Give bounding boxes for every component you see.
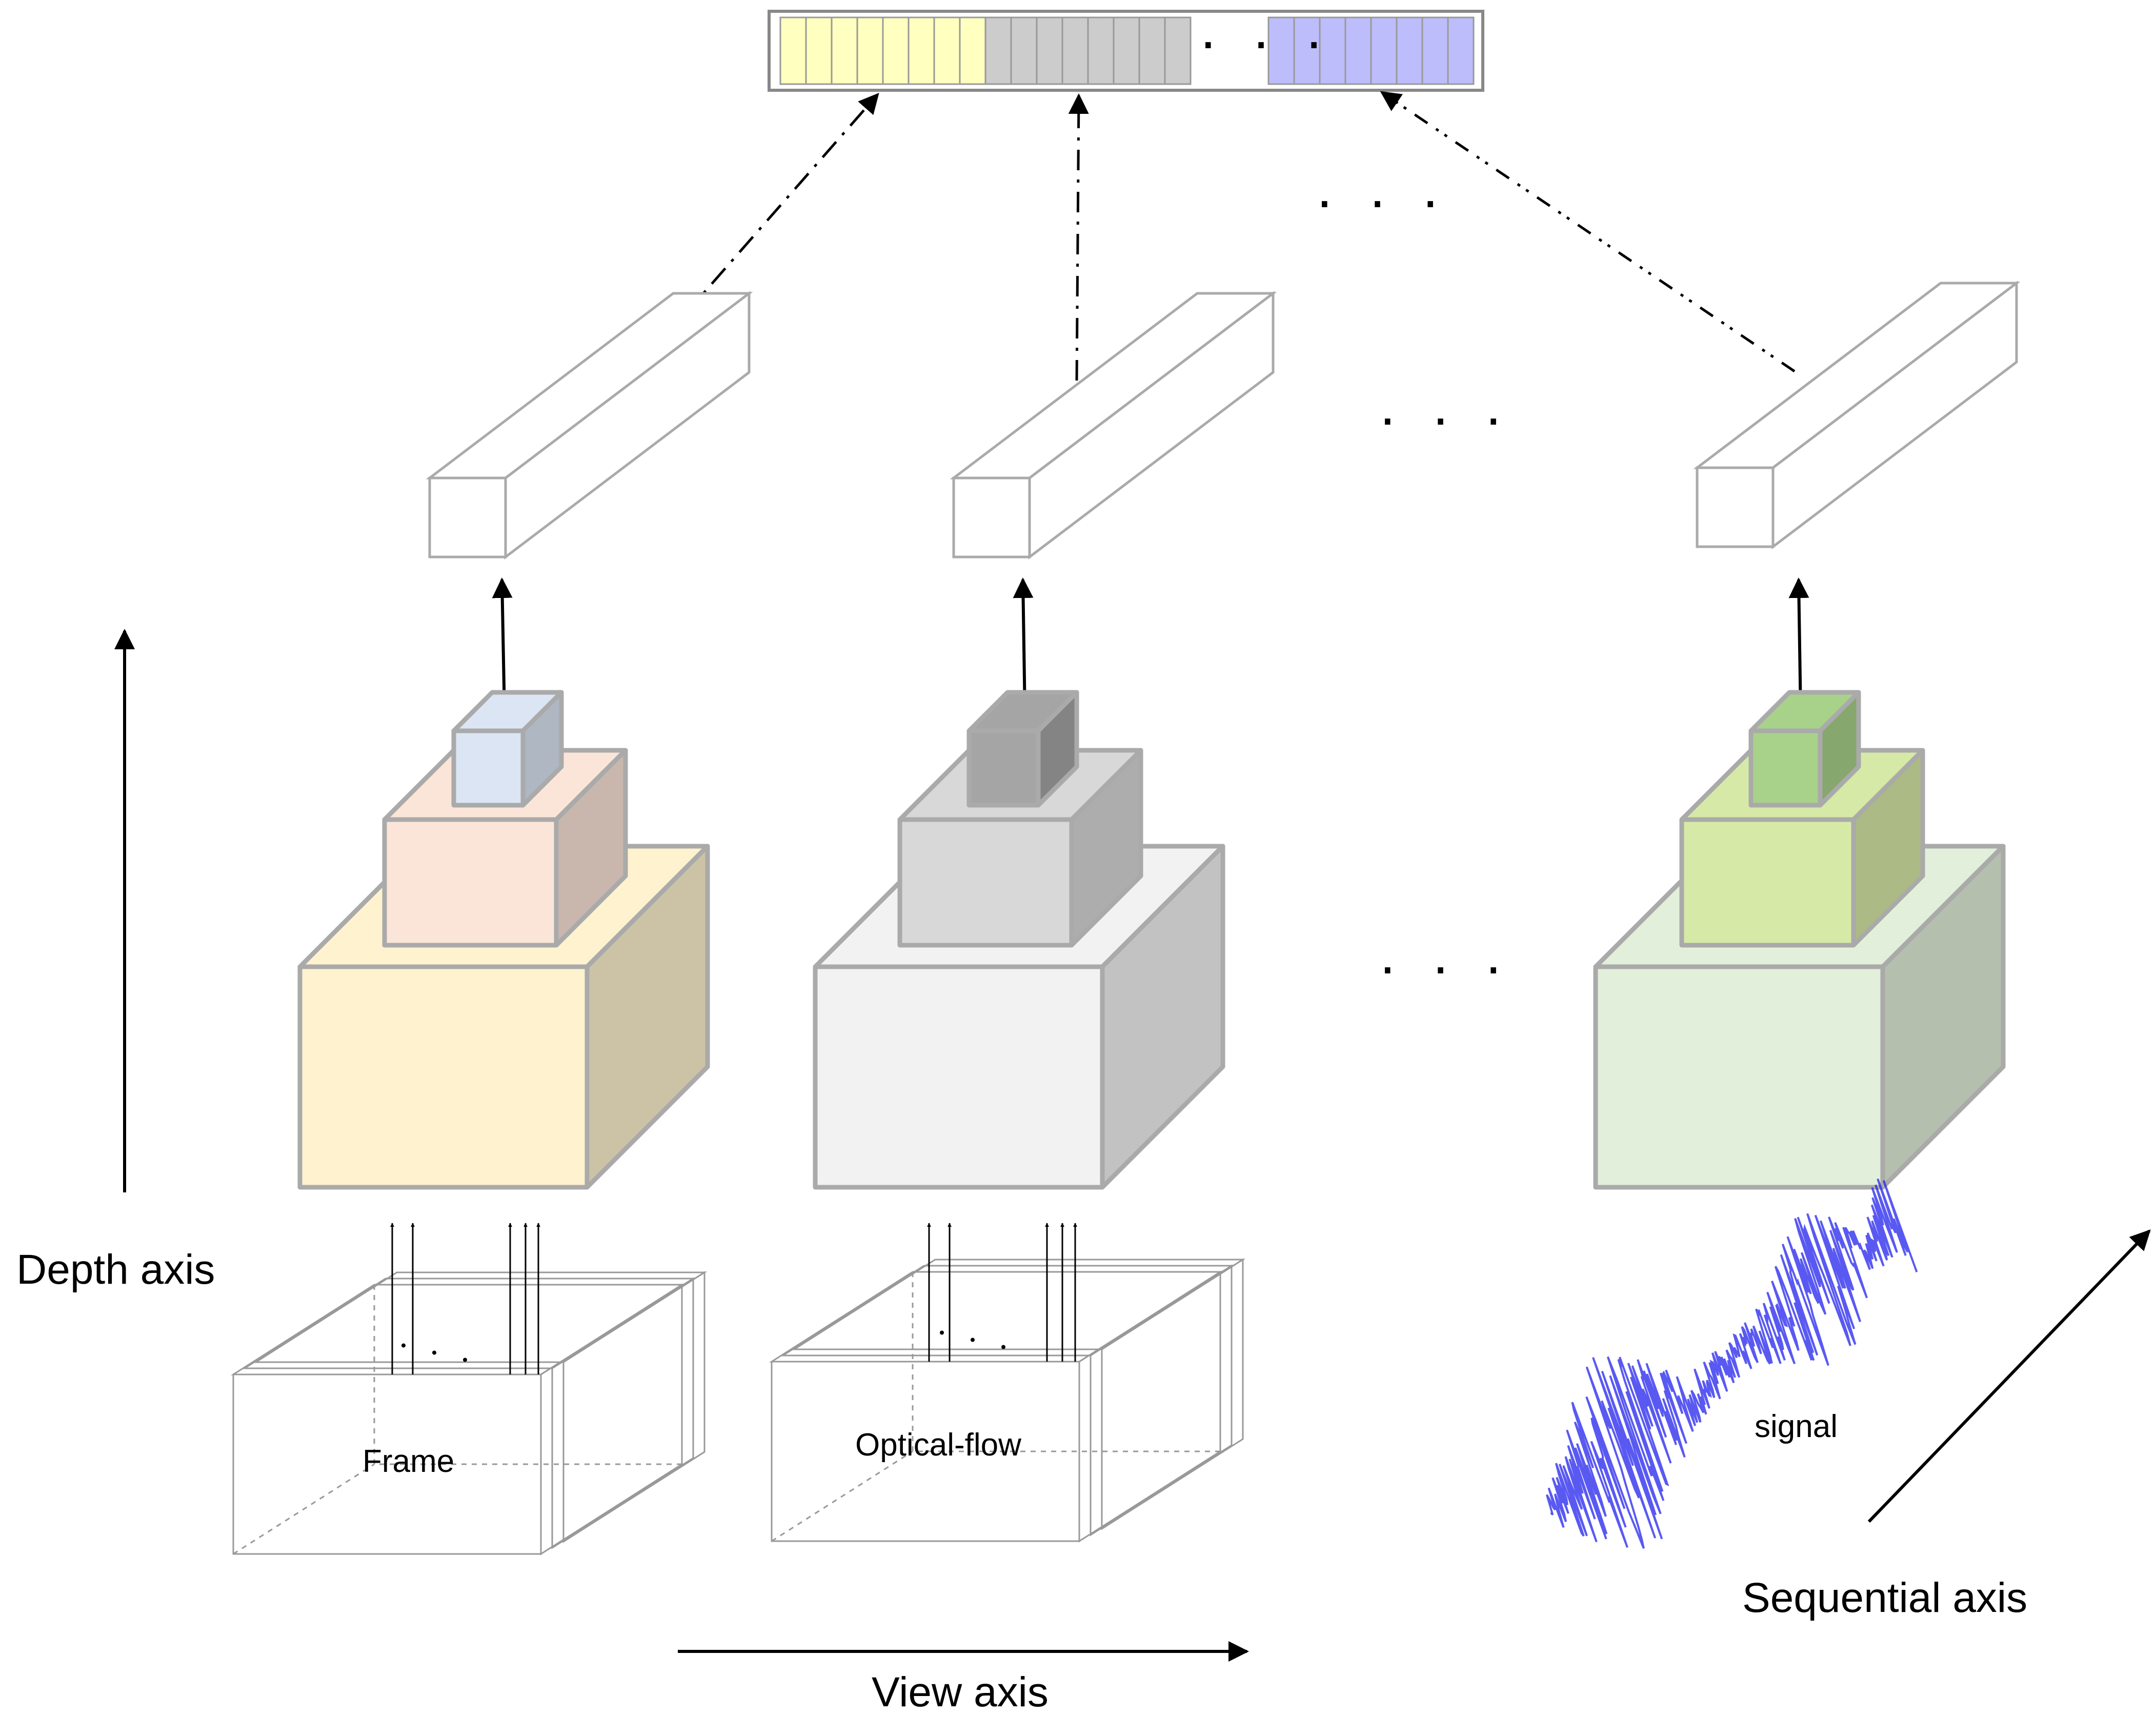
token-cell — [882, 16, 910, 85]
backbone-output-arrows — [492, 577, 1809, 714]
frame-input-volume — [230, 1223, 708, 1555]
view-axis: View axis — [678, 1641, 1249, 1716]
token-cell — [1061, 16, 1089, 85]
token-cell — [856, 16, 884, 85]
prism-front-face — [1696, 466, 1775, 548]
optical-flow-label: Optical-flow — [855, 1427, 1021, 1463]
cube-front-face — [1679, 817, 1856, 948]
volume-frame-top — [241, 1278, 696, 1369]
volume-frame-side — [1090, 1264, 1233, 1537]
cube-front-face — [451, 728, 526, 808]
frame-feature-vector — [426, 290, 753, 560]
flow-feature-vector — [950, 290, 1277, 560]
top-ellipsis: · · · — [1315, 169, 1449, 232]
signal-to-token-arrow — [1380, 91, 1796, 373]
cube-front-face — [297, 964, 590, 1190]
volume-dot — [940, 1330, 944, 1335]
prism-front-face — [952, 476, 1031, 559]
backbone-ellipsis: · · · — [1378, 935, 1512, 998]
token-cell — [959, 16, 986, 85]
token-cell — [1293, 16, 1321, 85]
token-cell — [933, 16, 961, 85]
signal-encoder-stage-3 — [1748, 690, 1861, 808]
frame-to-token-arrow — [600, 92, 879, 411]
signal-waveform — [1545, 1178, 1918, 1549]
token-cell — [805, 16, 833, 85]
token-group-frame — [779, 16, 986, 85]
volume-dot — [401, 1343, 406, 1348]
token-cell — [831, 16, 858, 85]
feature-vectors — [426, 280, 2021, 560]
volume-frame-side — [551, 1277, 694, 1549]
cube-front-face — [813, 964, 1105, 1190]
token-cell — [1421, 16, 1449, 85]
token-cell — [779, 16, 807, 85]
depth-axis: Depth axis — [16, 629, 215, 1293]
cube-front-face — [382, 817, 559, 948]
volume-hidden-edge — [771, 1450, 913, 1542]
cube-front-face — [1593, 964, 1885, 1190]
volume-front — [771, 1361, 1080, 1542]
optical-flow-input-volume — [769, 1223, 1246, 1543]
token-cell — [1087, 16, 1115, 85]
token-sequence-bar: · · · — [768, 10, 1484, 92]
signal-feature-vector — [1693, 280, 2021, 550]
token-projection-arrows — [600, 91, 1796, 411]
waveform-trace — [1545, 1178, 1918, 1549]
token-cell — [1447, 16, 1475, 85]
token-cell — [984, 16, 1012, 85]
volume-frame-side — [1101, 1258, 1244, 1530]
volume-front — [232, 1373, 542, 1555]
volume-dot — [971, 1338, 975, 1342]
token-group-signal — [1267, 16, 1475, 85]
token-cell — [1344, 16, 1372, 85]
token-cell — [1396, 16, 1423, 85]
volume-dot — [463, 1358, 467, 1362]
volume-hidden-edge — [233, 1463, 375, 1555]
sequential-axis: Sequential axis — [1742, 1229, 2151, 1621]
volume-frame-side — [1078, 1270, 1221, 1543]
token-cell — [1113, 16, 1140, 85]
sequential-axis-arrow — [1867, 1229, 2151, 1523]
prism-front-face — [428, 476, 507, 559]
token-cell — [1370, 16, 1398, 85]
volume-dot — [1001, 1345, 1005, 1349]
sequential-axis-label: Sequential axis — [1742, 1574, 2027, 1621]
volume-dot — [432, 1350, 436, 1355]
volume-frame-top — [780, 1265, 1235, 1357]
cube-front-face — [897, 817, 1074, 948]
depth-axis-label: Depth axis — [16, 1246, 215, 1293]
flow-encoder-stage-3 — [966, 690, 1079, 808]
token-cell — [1036, 16, 1063, 85]
volume-frame-side — [562, 1271, 706, 1543]
token-bar-ellipsis: · · · — [1199, 10, 1333, 73]
backbone-encoders — [297, 690, 2006, 1190]
feature-ellipsis: · · · — [1378, 386, 1512, 449]
frame-encoder-stage-3 — [451, 690, 564, 808]
signal-label: signal — [1755, 1409, 1838, 1444]
token-cell — [908, 16, 935, 85]
token-group-flow — [984, 16, 1192, 85]
token-cell — [1267, 16, 1295, 85]
view-axis-label: View axis — [872, 1669, 1049, 1716]
volume-frame-side — [540, 1283, 683, 1555]
token-cell — [1010, 16, 1038, 85]
flow-to-token-arrow — [1068, 93, 1089, 381]
cube-front-face — [966, 728, 1041, 808]
token-cell — [1164, 16, 1192, 85]
cube-front-face — [1748, 728, 1823, 808]
token-cell — [1138, 16, 1166, 85]
flow-encoder-stage-2 — [897, 748, 1143, 948]
frame-label: Frame — [362, 1444, 454, 1479]
